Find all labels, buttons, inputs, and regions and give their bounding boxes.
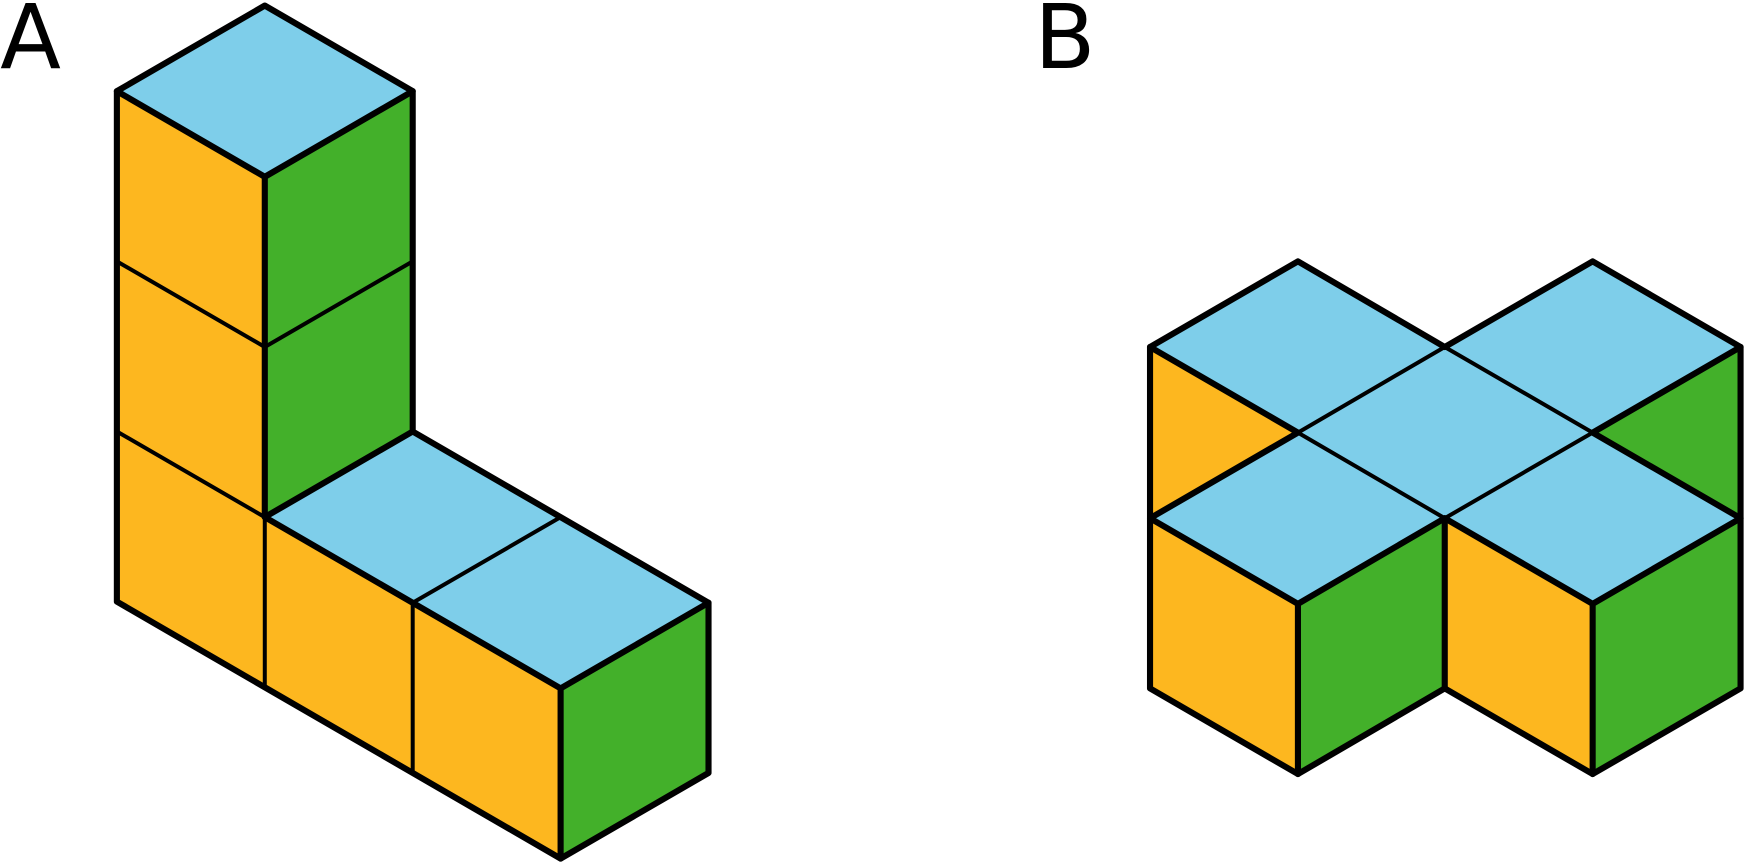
figure-a-inner-edge: [114, 429, 267, 520]
figure-a-row-left-face-2: [412, 602, 561, 859]
figure-a-column-left-face-1: [116, 91, 265, 347]
figure-a-row-right-face: [560, 602, 709, 859]
figure-a-row-left-face-1: [264, 517, 413, 773]
figure-a-inner-edge: [410, 515, 563, 605]
figure-a-outline: [113, 2, 712, 862]
figure-a-label: A: [0, 0, 61, 89]
figure-b-inner-edge: [1295, 344, 1447, 435]
figure-a-column-left-face-3: [116, 431, 265, 688]
figure-b-inner-edge: [1442, 430, 1595, 521]
figure-b-left-face-back: [1150, 346, 1298, 519]
figure-a-column-left-face-2: [116, 261, 265, 518]
figure-a-edge: [261, 428, 712, 692]
figure-b-label: B: [1034, 0, 1095, 89]
figure-b-right-face-front-1: [1297, 518, 1445, 775]
figure-b-inner-edge: [1295, 430, 1447, 521]
figure-a: A: [0, 0, 712, 862]
figure-b-left-face-front-2: [1444, 518, 1593, 775]
figure-b-right-face-front-2: [1592, 518, 1741, 775]
figure-a-column-right-face-2: [264, 261, 413, 518]
figure-b-inner-edge: [1442, 344, 1595, 435]
figure-b: B: [1034, 0, 1744, 778]
figure-a-column-right-face-1: [264, 91, 413, 347]
figure-b-outline: [1146, 258, 1744, 778]
figure-b-right-face-back: [1592, 346, 1741, 519]
figure-b-left-face-front-1: [1150, 518, 1298, 775]
